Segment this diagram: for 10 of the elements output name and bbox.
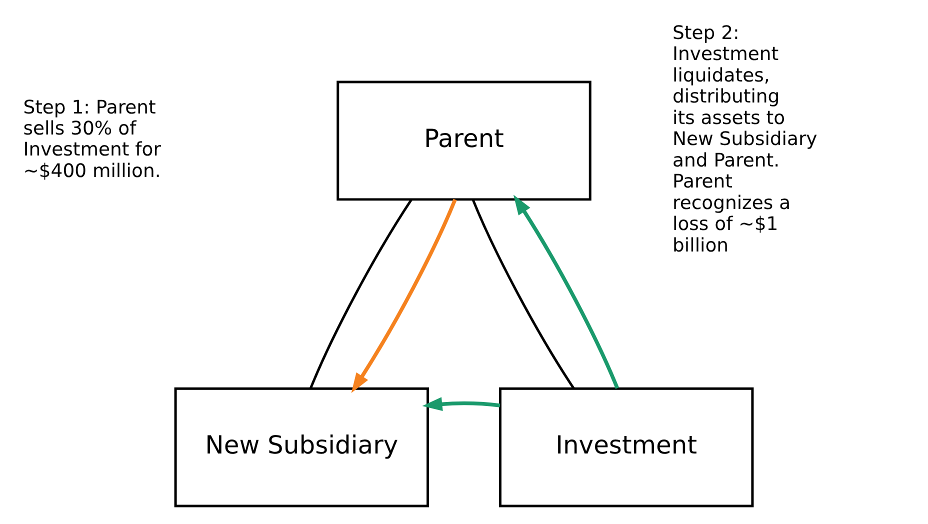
connector [472,198,575,388]
node-box: Investment [498,386,754,507]
arrow [422,396,500,411]
label: Step 1: Parent sells 30% of Investment for ~$400 million. [23,96,161,182]
label: Step 2: Investment liquidates, distributing its assets to New Subsidiary and Parent. Parent recognizes a loss of ~$1 billion [672,22,818,256]
arrow [351,198,457,392]
arrow [513,194,620,388]
node-box: New Subsidiary [174,386,430,507]
node-box: Parent [336,80,592,200]
connector [310,198,412,388]
